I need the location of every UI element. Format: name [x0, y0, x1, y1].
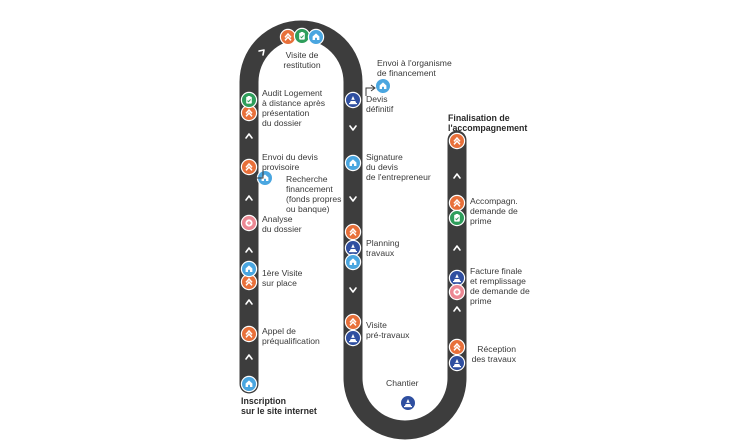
clip-marker	[240, 91, 258, 109]
label-planning: Planning travaux	[366, 238, 400, 258]
cone-marker	[399, 394, 417, 412]
house-marker	[240, 260, 258, 278]
arrow-marker	[448, 338, 466, 356]
house-marker	[344, 253, 362, 271]
label-audit: Audit Logement à distance après présenta…	[262, 88, 326, 128]
cone-marker	[344, 91, 362, 109]
chevron-mark	[245, 247, 253, 253]
arrow-marker	[448, 132, 466, 150]
cone-marker	[448, 354, 466, 372]
label-analyse: Analyse du dossier	[262, 214, 302, 234]
house-marker	[374, 77, 392, 95]
clip-marker	[448, 209, 466, 227]
chevron-mark	[245, 195, 253, 201]
chevron-mark	[349, 196, 357, 202]
label-inscription: Inscription sur le site internet	[241, 396, 317, 416]
arrow-marker	[344, 313, 362, 331]
clip-marker	[293, 27, 311, 45]
house-marker	[240, 375, 258, 393]
house-marker	[344, 154, 362, 172]
chevron-mark	[245, 354, 253, 360]
chat-marker	[448, 283, 466, 301]
arrow-marker	[240, 325, 258, 343]
label-reception: Réception des travaux	[471, 344, 516, 364]
house-marker	[307, 28, 325, 46]
arrow-marker	[448, 194, 466, 212]
chevron-mark	[349, 125, 357, 131]
chat-marker	[240, 214, 258, 232]
label-signature: Signature du devis de l'entrepreneur	[366, 152, 431, 182]
chevron-mark	[453, 306, 461, 312]
label-organisme: Envoi à l'organisme de financement	[377, 58, 452, 78]
chevron-mark	[258, 49, 265, 56]
cone-marker	[344, 329, 362, 347]
house-marker	[256, 169, 274, 187]
arrow-marker	[279, 28, 297, 46]
cone-marker	[448, 269, 466, 287]
chevron-mark	[349, 287, 357, 293]
label-visite1: 1ère Visite sur place	[262, 268, 303, 288]
label-envoi-devis: Envoi du devis provisoire	[262, 152, 318, 172]
arrow-marker	[240, 273, 258, 291]
arrow-marker	[240, 158, 258, 176]
arrow-marker	[240, 104, 258, 122]
label-accompagn: Accompagn. demande de prime	[470, 196, 518, 226]
arrow-marker	[344, 223, 362, 241]
chevron-mark	[245, 299, 253, 305]
chevron-mark	[453, 245, 461, 251]
label-devis-definitif: Devis définitif	[366, 94, 394, 114]
connector-arrows	[255, 84, 376, 179]
label-chantier: Chantier	[386, 378, 419, 388]
chevron-mark	[245, 133, 253, 139]
label-appel: Appel de préqualification	[262, 326, 320, 346]
label-restitution: Visite de restitution	[283, 50, 321, 70]
cone-marker	[344, 239, 362, 257]
label-facture: Facture finale et remplissage de demande…	[470, 266, 530, 306]
chevron-mark	[453, 173, 461, 179]
label-finalisation: Finalisation de l'accompagnement	[448, 113, 528, 133]
label-recherche: Recherche financement (fonds propres ou …	[286, 174, 342, 214]
label-pretravaux: Visite pré-travaux	[366, 320, 410, 340]
